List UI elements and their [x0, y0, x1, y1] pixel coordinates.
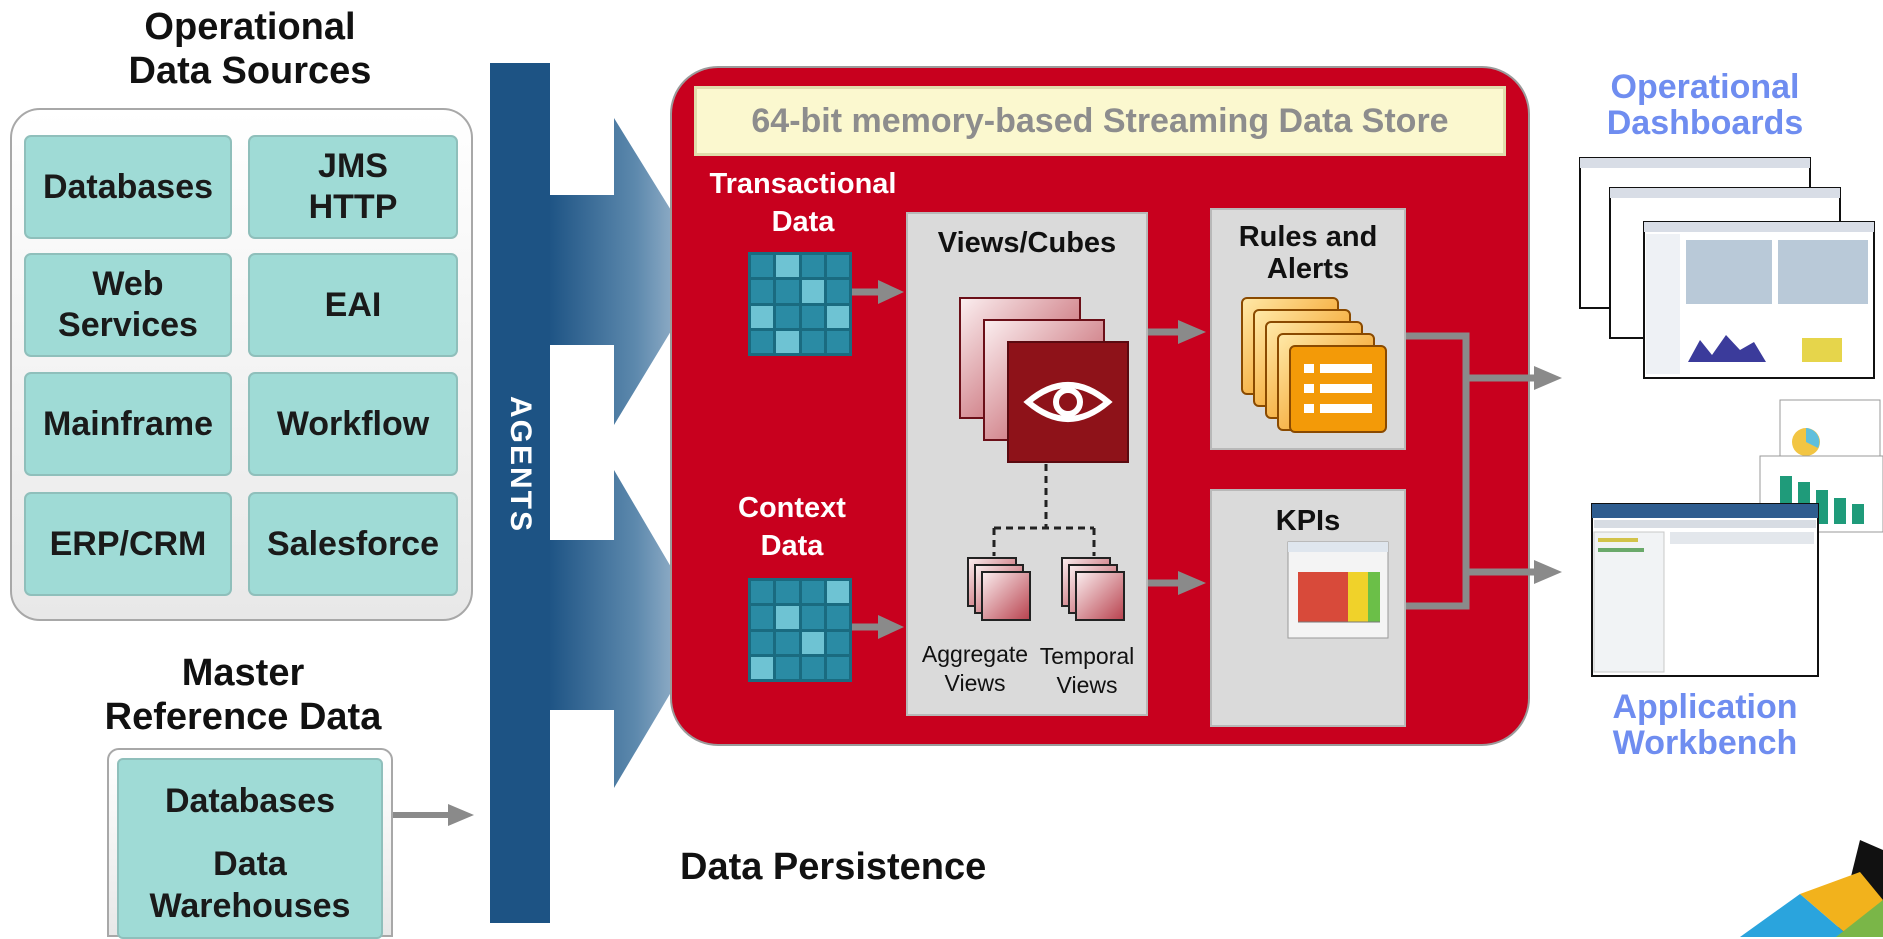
workbench-heading: Application Workbench [1570, 688, 1840, 762]
workbench-screenshot [1591, 503, 1819, 677]
operational-sources-title-line2: Data Sources [128, 49, 372, 92]
source-databases: Databases [24, 135, 232, 239]
source-workflow: Workflow [248, 372, 458, 476]
master-databases: Databases [164, 782, 336, 820]
transactional-line1: Transactional [709, 168, 897, 200]
rules-line2: Alerts [1266, 252, 1350, 285]
temporal-line1: Temporal [1039, 643, 1135, 669]
transactional-to-views-arrow [852, 280, 904, 304]
rules-to-outputs-connector [1406, 332, 1470, 610]
views-cube-stack [959, 297, 1129, 463]
list-icon [1241, 297, 1387, 433]
rules-line1: Rules and [1238, 221, 1378, 253]
corner-logo [1740, 840, 1883, 937]
views-to-kpis-arrow [1148, 571, 1206, 595]
workbench-line2: Workbench [1612, 723, 1798, 762]
to-dashboards-arrow [1466, 366, 1562, 390]
master-data-warehouses-line1: Data [213, 844, 287, 883]
source-web-services: Web Services [24, 253, 232, 357]
master-data-warehouses-line2: Warehouses [149, 887, 351, 925]
rules-alerts-title: Rules and Alerts [1210, 221, 1406, 286]
agents-bar [490, 63, 550, 923]
data-store-title: 64-bit memory-based Streaming Data Store [694, 86, 1506, 156]
dashboards-heading: Operational Dashboards [1570, 68, 1840, 142]
dashboard-screenshots [1579, 157, 1883, 533]
master-reference-cell: Databases Data Warehouses [117, 758, 383, 939]
temporal-line2: Views [1056, 671, 1118, 698]
context-line2: Data [760, 529, 824, 562]
context-data-label: Context Data [712, 490, 872, 565]
aggregate-views-label: Aggregate Views [910, 640, 1040, 698]
upper-flow-arrow [548, 118, 708, 425]
views-cubes-box [906, 212, 1148, 716]
master-reference-title-line2: Reference Data [104, 695, 382, 738]
temporal-cube-icon [1061, 557, 1125, 621]
gauge-chart-icon [1287, 541, 1389, 639]
eye-icon [1023, 382, 1113, 422]
operational-sources-title: Operational Data Sources [80, 6, 420, 93]
transactional-data-label: Transactional Data [688, 166, 918, 241]
aggregate-line2: Views [944, 669, 1006, 696]
transactional-line2: Data [771, 205, 835, 238]
source-eai: EAI [248, 253, 458, 357]
views-tree-connector [992, 464, 1096, 556]
master-reference-title: Master Reference Data [70, 652, 416, 739]
to-workbench-arrow [1466, 560, 1562, 584]
context-line1: Context [738, 492, 846, 524]
dashboard-page-3 [1643, 221, 1875, 379]
dashboards-line2: Dashboards [1606, 103, 1804, 142]
agents-label: AGENTS [503, 380, 537, 550]
context-grid-icon [748, 578, 852, 682]
aggregate-line1: Aggregate [921, 641, 1029, 667]
source-mainframe: Mainframe [24, 372, 232, 476]
aggregate-cube-icon [967, 557, 1031, 621]
master-reference-title-line1: Master [181, 652, 305, 694]
data-persistence-label: Data Persistence [680, 846, 987, 888]
source-erp-crm: ERP/CRM [24, 492, 232, 596]
context-to-views-arrow [852, 615, 904, 639]
master-to-agents-arrow [393, 804, 474, 826]
source-jms-http: JMS HTTP [248, 135, 458, 239]
agents-label-text: AGENTS [504, 396, 537, 534]
kpis-title: KPIs [1275, 505, 1341, 537]
temporal-views-label: Temporal Views [1032, 642, 1142, 700]
lower-flow-arrow [548, 470, 708, 788]
master-reference-panel: Databases Data Warehouses [107, 748, 393, 939]
dashboards-line1: Operational [1610, 68, 1800, 106]
views-to-rules-arrow [1148, 320, 1206, 344]
operational-sources-title-line1: Operational [144, 6, 356, 48]
source-salesforce: Salesforce [248, 492, 458, 596]
transactional-grid-icon [748, 252, 852, 356]
views-cubes-title: Views/Cubes [937, 227, 1117, 259]
workbench-line1: Application [1612, 688, 1798, 726]
